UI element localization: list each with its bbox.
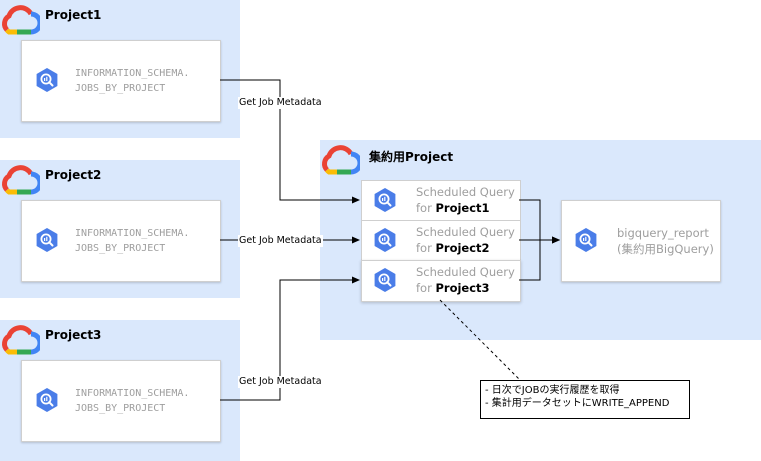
jobs-by-project-label: JOBS_BY_PROJECT (75, 83, 166, 94)
jobs-by-project-label: JOBS_BY_PROJECT (75, 243, 166, 254)
project3-title: Project3 (45, 328, 102, 342)
google-cloud-logo-icon (2, 5, 40, 35)
project1-title: Project1 (45, 8, 102, 22)
project2-title: Project2 (45, 168, 102, 182)
bigquery-icon (36, 68, 58, 92)
bigquery-icon (374, 188, 396, 212)
note-line-2: - 集計用データセットにWRITE_APPEND (485, 398, 670, 409)
edge-project1-to-query1 (220, 79, 360, 204)
scheduled-query-for-line: for Project3 (416, 281, 490, 295)
bigquery-icon (36, 388, 58, 412)
bigquery-icon (374, 268, 396, 292)
bigquery-report-name: bigquery_report (617, 226, 709, 240)
scheduled-query-for-line: for Project2 (416, 241, 490, 255)
aggregation-project-title: 集約用Project (369, 150, 454, 164)
scheduled-query-for-line: for Project1 (416, 201, 490, 215)
scheduled-query-project-name: Project2 (435, 241, 490, 255)
google-cloud-logo-icon (2, 165, 40, 195)
scheduled-query-label: Scheduled Query (416, 225, 515, 239)
schedule-note: - 日次でJOBの実行履歴を取得 - 集計用データセットにWRITE_APPEN… (480, 380, 690, 419)
note-connector-dashed (439, 299, 521, 381)
information-schema-label: INFORMATION_SCHEMA. (75, 388, 190, 399)
edge-label-get-job-metadata: Get Job Metadata (238, 97, 323, 109)
note-line-1: - 日次でJOBの実行履歴を取得 (485, 385, 620, 396)
bigquery-report-subtitle: (集約用BigQuery) (617, 242, 714, 256)
edge-query1-to-report (519, 199, 560, 244)
information-schema-label: INFORMATION_SCHEMA. (75, 68, 190, 79)
edge-label-get-job-metadata: Get Job Metadata (238, 376, 323, 388)
edge-project3-to-query3 (220, 276, 360, 401)
jobs-by-project-label: JOBS_BY_PROJECT (75, 403, 166, 414)
scheduled-query-project-name: Project3 (435, 281, 490, 295)
bigquery-icon (36, 228, 58, 252)
bigquery-icon (374, 228, 396, 252)
edge-label-get-job-metadata: Get Job Metadata (238, 235, 323, 247)
google-cloud-logo-icon (322, 145, 360, 175)
google-cloud-logo-icon (2, 325, 40, 355)
edge-query3-to-report (519, 236, 560, 281)
scheduled-query-label: Scheduled Query (416, 185, 515, 199)
scheduled-query-project-name: Project1 (435, 201, 490, 215)
information-schema-label: INFORMATION_SCHEMA. (75, 228, 190, 239)
bigquery-icon (575, 228, 597, 252)
scheduled-query-label: Scheduled Query (416, 265, 515, 279)
